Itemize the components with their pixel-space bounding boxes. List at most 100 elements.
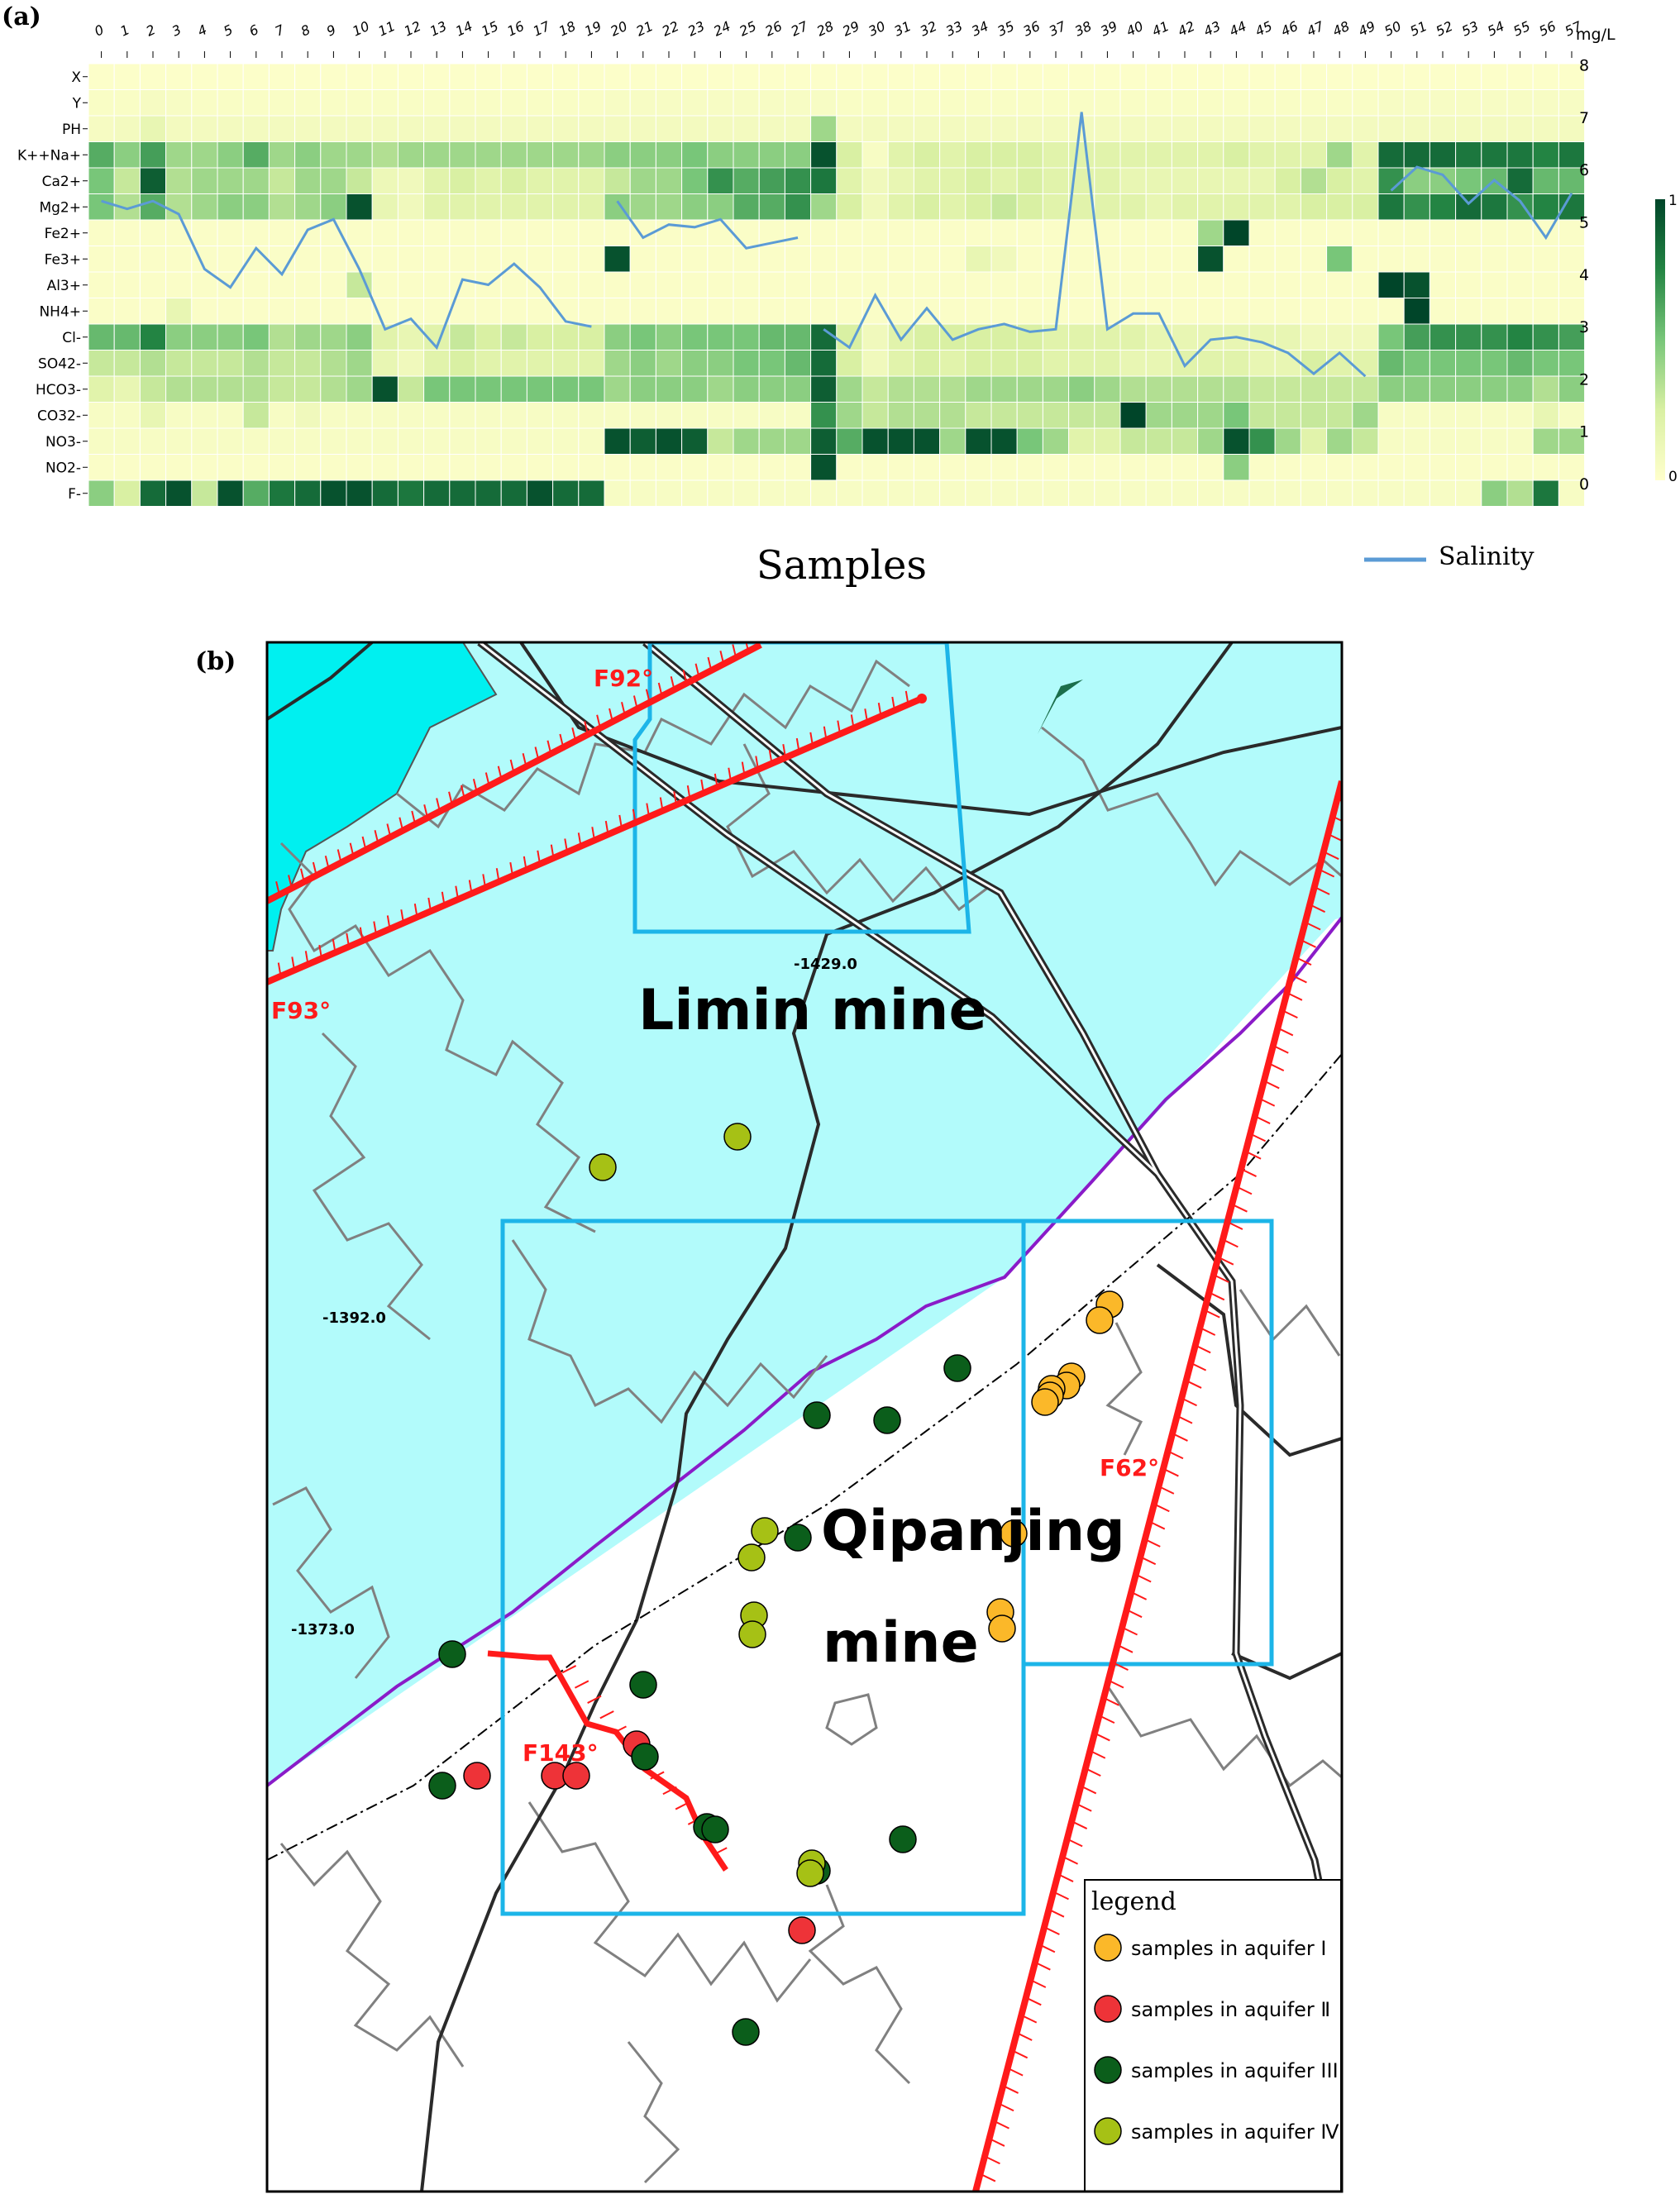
heatmap-cell: [836, 89, 863, 117]
heatmap-cell: [1326, 375, 1353, 403]
heatmap-cell: [887, 375, 914, 403]
heatmap-cell: [217, 350, 244, 377]
heatmap-cell: [707, 115, 734, 142]
heatmap-cell: [526, 219, 554, 246]
heatmap-cell: [1506, 298, 1534, 325]
x-tick-label: 3: [169, 21, 184, 40]
heatmap-cell: [1532, 115, 1559, 142]
heatmap-cell: [707, 350, 734, 377]
heatmap-cell: [346, 479, 373, 507]
heatmap-cell: [500, 219, 527, 246]
heatmap-cell: [913, 167, 941, 194]
heatmap-cell: [1506, 167, 1534, 194]
heatmap-cell: [1300, 63, 1328, 90]
heatmap-cell: [1506, 63, 1534, 90]
heatmap-cell: [1016, 141, 1043, 169]
right-axis-tick-label: 5: [1579, 214, 1589, 232]
sample-point: [889, 1825, 917, 1853]
heatmap-cell: [784, 271, 812, 298]
heatmap-cell: [681, 167, 709, 194]
heatmap-cell: [1506, 375, 1534, 403]
heatmap-cell: [88, 271, 115, 298]
heatmap-cell: [346, 375, 373, 403]
heatmap-cell: [758, 427, 785, 455]
heatmap-cell: [1274, 323, 1301, 351]
mine-label-qipanjing: Qipanjing: [821, 1499, 1125, 1564]
heatmap-cell: [268, 141, 296, 169]
heatmap-cell: [1119, 323, 1147, 351]
heatmap-cell: [604, 350, 631, 377]
heatmap-cell: [268, 375, 296, 403]
heatmap-cell: [1145, 193, 1172, 221]
heatmap-cell: [113, 63, 141, 90]
heatmap-cell: [320, 219, 347, 246]
heatmap-cell: [836, 427, 863, 455]
heatmap-cell: [939, 89, 966, 117]
x-tick-label: 39: [1098, 18, 1119, 40]
heatmap-cell: [733, 89, 760, 117]
colorbar-min-label: 0: [1668, 469, 1678, 485]
heatmap-cell: [475, 402, 502, 429]
heatmap-cell: [1300, 246, 1328, 273]
heatmap-cell: [294, 63, 322, 90]
heatmap-cell: [139, 89, 167, 117]
heatmap-cell: [887, 271, 914, 298]
heatmap-cell: [346, 219, 373, 246]
heatmap-cell: [1481, 115, 1508, 142]
heatmap-cell: [1171, 115, 1199, 142]
heatmap-cell: [836, 141, 863, 169]
heatmap-cell: [320, 115, 347, 142]
heatmap-cell: [1300, 115, 1328, 142]
heatmap-cell: [475, 193, 502, 221]
heatmap-cell: [913, 219, 941, 246]
heatmap-cell: [217, 246, 244, 273]
heatmap-cell: [1119, 350, 1147, 377]
heatmap-cell: [1094, 115, 1121, 142]
heatmap-cell: [397, 63, 425, 90]
heatmap-cell: [1145, 141, 1172, 169]
heatmap-cell: [88, 427, 115, 455]
heatmap-cell: [165, 167, 193, 194]
heatmap-cell: [268, 115, 296, 142]
heatmap-cell: [784, 219, 812, 246]
legend-title: legend: [1091, 1887, 1176, 1916]
x-tick-label: 31: [891, 18, 913, 40]
heatmap-cell: [242, 350, 270, 377]
heatmap-cell: [784, 375, 812, 403]
heatmap-cell: [861, 454, 889, 481]
heatmap-cell: [1016, 115, 1043, 142]
y-tick-label: NH4+: [39, 303, 81, 320]
heatmap-cell: [681, 63, 709, 90]
sample-point: [589, 1153, 617, 1181]
heatmap-cell: [578, 427, 605, 455]
x-tick-label: 20: [608, 18, 629, 40]
heatmap-cell: [552, 427, 580, 455]
heatmap-cell: [552, 193, 580, 221]
heatmap-cell: [371, 479, 399, 507]
heatmap-cell: [1377, 63, 1405, 90]
heatmap-cell: [990, 246, 1018, 273]
heatmap-cell: [1145, 323, 1172, 351]
heatmap-cell: [1042, 167, 1070, 194]
heatmap-cell: [1068, 375, 1095, 403]
heatmap-cell: [449, 402, 476, 429]
heatmap-cell: [113, 402, 141, 429]
heatmap-cell: [294, 454, 322, 481]
east-box: [1021, 1219, 1274, 1667]
heatmap-cell: [1558, 89, 1586, 117]
heatmap-cell: [1197, 115, 1224, 142]
heatmap-cell: [887, 298, 914, 325]
heatmap-cell: [242, 115, 270, 142]
heatmap-cell: [1171, 375, 1199, 403]
heatmap-cell: [500, 193, 527, 221]
heatmap-cell: [449, 454, 476, 481]
x-tick-label: 2: [144, 21, 158, 40]
x-tick-label: 29: [840, 18, 861, 40]
heatmap-cell: [1145, 402, 1172, 429]
heatmap-cell: [913, 427, 941, 455]
x-tick-label: 9: [324, 21, 338, 40]
heatmap-cell: [1403, 479, 1430, 507]
x-axis-label: Samples: [756, 542, 927, 589]
heatmap-cell: [1223, 454, 1250, 481]
y-tick-label: NO3-: [45, 434, 81, 451]
